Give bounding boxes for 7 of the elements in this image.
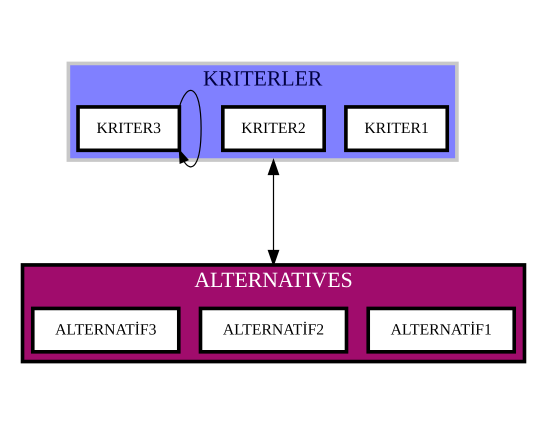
node-box: KRITER3: [76, 105, 182, 152]
node-box: KRITER2: [221, 105, 326, 152]
arrow: [268, 158, 280, 267]
node-box: KRITER1: [344, 105, 450, 152]
node-box: ALTERNATİF2: [198, 306, 348, 354]
node-box: ALTERNATİF1: [366, 306, 516, 354]
node-box: ALTERNATİF3: [30, 306, 181, 354]
